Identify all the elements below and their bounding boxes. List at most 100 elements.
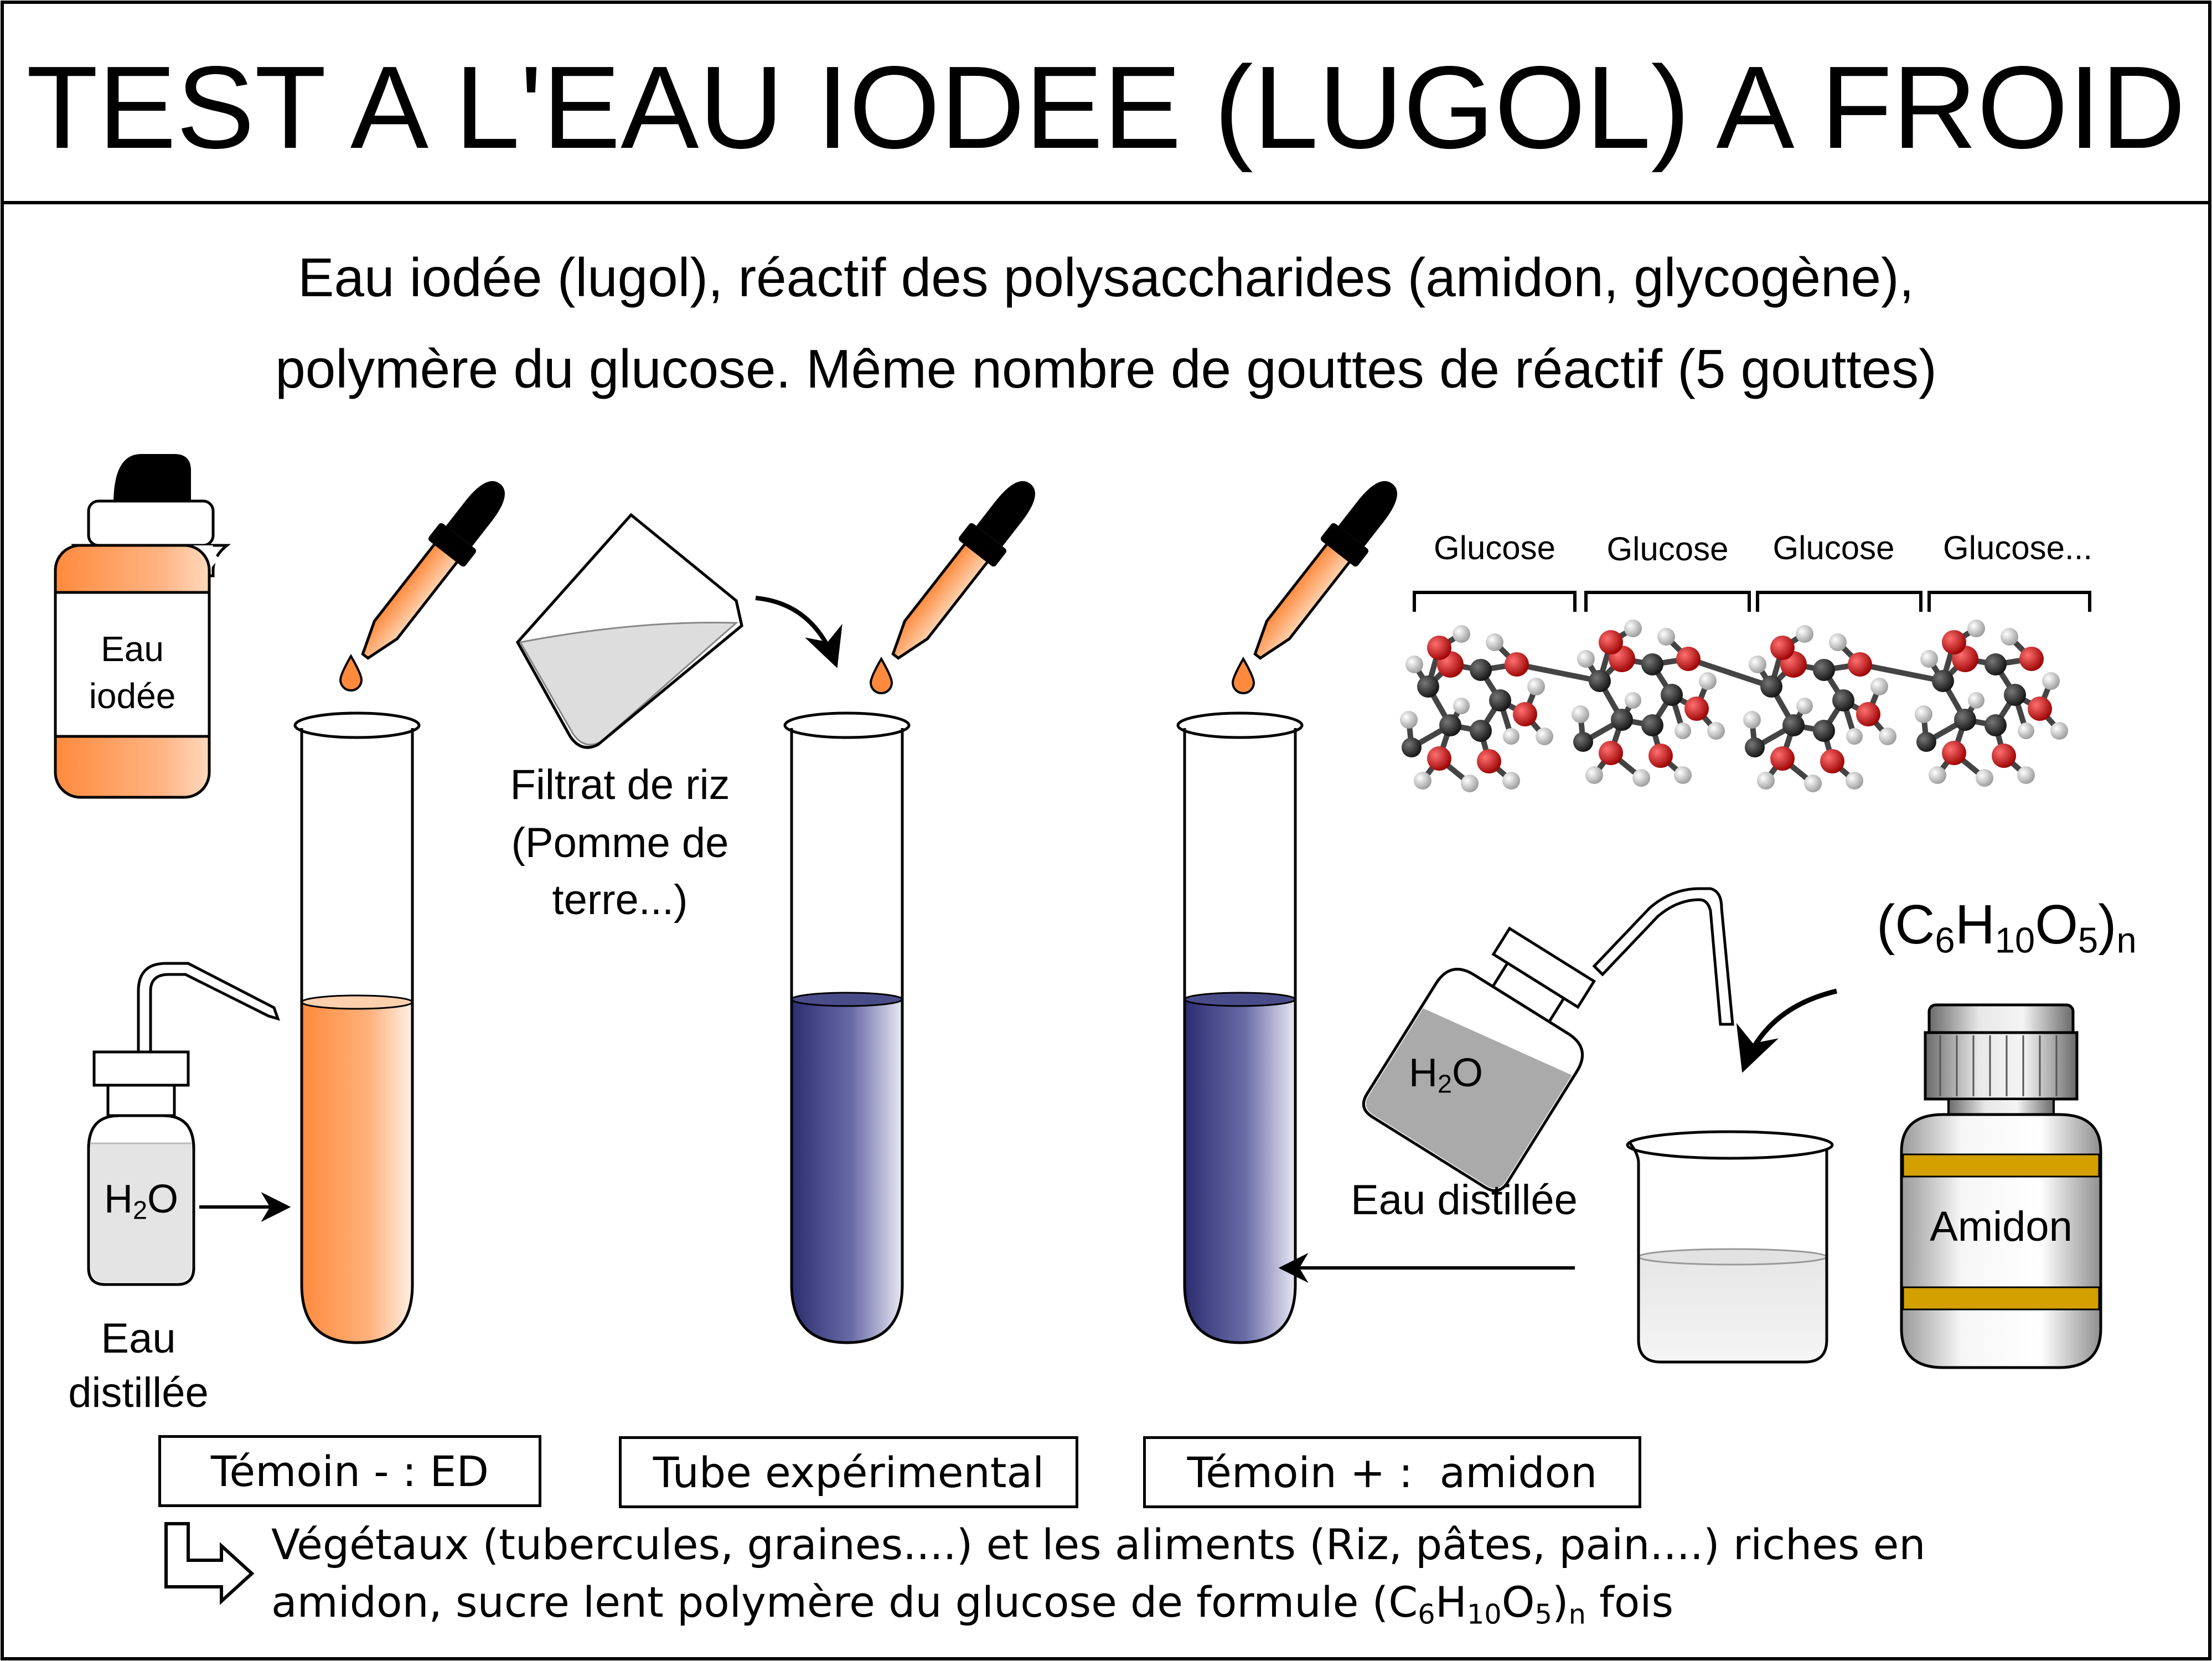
hydrogen-atom bbox=[1743, 711, 1761, 729]
glycosidic-bond bbox=[1516, 662, 1600, 684]
glucose-unit-model bbox=[1743, 625, 1944, 792]
drop-3 bbox=[1231, 656, 1255, 694]
pipette-2 bbox=[891, 481, 1035, 660]
carbon-atom bbox=[1984, 714, 2007, 736]
glucose-polymer-model bbox=[1400, 620, 2068, 792]
carbon-atom bbox=[1782, 714, 1805, 736]
carbon-atom bbox=[1489, 689, 1511, 711]
filtrate-label-2: (Pomme de bbox=[511, 819, 729, 866]
carbon-atom bbox=[1954, 709, 1976, 731]
oxygen-atom bbox=[1942, 630, 1966, 654]
hydrogen-atom bbox=[1846, 772, 1863, 790]
hydrogen-atom bbox=[1929, 766, 1946, 784]
carbon-atom bbox=[1745, 737, 1765, 757]
test-tube-2 bbox=[783, 711, 911, 1344]
subtitle-line-2: polymère du glucose. Même nombre de gout… bbox=[275, 338, 1937, 399]
hydrogen-atom bbox=[1829, 633, 1847, 651]
carbon-atom bbox=[1641, 714, 1663, 736]
pipette-1 bbox=[361, 481, 505, 660]
hydrogen-atom bbox=[1536, 728, 1553, 745]
oxygen-atom bbox=[1770, 746, 1795, 771]
hydrogen-atom bbox=[1879, 728, 1896, 745]
hydrogen-atom bbox=[1414, 772, 1431, 790]
hydrogen-atom bbox=[2050, 722, 2068, 740]
hydrogen-atom bbox=[1461, 775, 1479, 792]
hydrogen-atom bbox=[1749, 656, 1766, 673]
wash-bottle-right bbox=[1362, 887, 1734, 1192]
h2o-label-left: H2O bbox=[104, 1177, 179, 1225]
hydrogen-atom bbox=[1920, 650, 1938, 668]
oxygen-atom bbox=[1676, 647, 1701, 671]
test-tube-3 bbox=[1176, 711, 1304, 1344]
glucose-unit-model bbox=[1915, 620, 2068, 787]
hydrogen-atom bbox=[1657, 628, 1675, 646]
carbon-atom bbox=[1611, 709, 1633, 731]
carbon-atom bbox=[1470, 659, 1492, 681]
carbon-atom bbox=[1813, 659, 1835, 681]
glucose-braces bbox=[1413, 591, 2091, 612]
filtrate-label-1: Filtrat de riz bbox=[510, 761, 730, 808]
oxygen-atom bbox=[1599, 741, 1623, 765]
hydrogen-atom bbox=[1572, 705, 1589, 723]
wash-left-caption-1: Eau bbox=[101, 1315, 176, 1362]
conclusion-note: Végétaux (tubercules, graines....) et le… bbox=[271, 1516, 2098, 1631]
glucose-unit-label: Glucose bbox=[1433, 529, 1556, 566]
page-title: TEST A L'EAU IODEE (LUGOL) A FROID bbox=[26, 42, 2186, 173]
carbon-atom bbox=[1984, 653, 2007, 675]
carbon-atom bbox=[1641, 653, 1663, 675]
carbon-atom bbox=[1813, 720, 1835, 742]
hydrogen-atom bbox=[1968, 692, 1984, 709]
amidon-jar-label: Amidon bbox=[1930, 1203, 2073, 1250]
subtitle-line-1: Eau iodée (lugol), réactif des polysacch… bbox=[298, 247, 1914, 308]
tube-label-experimental: Tube expérimental bbox=[619, 1436, 1078, 1508]
hydrogen-atom bbox=[1527, 678, 1545, 695]
carbon-atom bbox=[1932, 670, 1954, 692]
note-line-2: amidon, sucre lent polymère du glucose d… bbox=[271, 1577, 1674, 1631]
hydrogen-atom bbox=[1585, 766, 1603, 784]
hydrogen-atom bbox=[1577, 650, 1595, 668]
carbon-atom bbox=[1417, 675, 1439, 698]
carbon-atom bbox=[1661, 684, 1683, 706]
test-tube-1 bbox=[293, 711, 421, 1344]
glycosidic-bond bbox=[1687, 656, 1772, 689]
oxygen-atom bbox=[1684, 697, 1709, 721]
oxygen-atom bbox=[1820, 749, 1844, 773]
hydrogen-atom bbox=[1757, 772, 1775, 790]
hydrogen-atom bbox=[1400, 711, 1418, 729]
hydrogen-atom bbox=[1846, 728, 1863, 745]
reagent-label-line-1: Eau bbox=[101, 629, 164, 669]
tube-label-temoin-negatif: Témoin - : ED bbox=[158, 1435, 541, 1507]
hydrogen-atom bbox=[2018, 723, 2034, 739]
glucose-unit-label: Glucose bbox=[1772, 529, 1895, 566]
hydrogen-atom bbox=[1976, 769, 1993, 787]
wash-bottle-left bbox=[87, 962, 291, 1286]
glycosidic-bond bbox=[1859, 662, 1944, 684]
oxygen-atom bbox=[2028, 697, 2052, 721]
oxygen-atom bbox=[1599, 630, 1623, 654]
hydrogen-atom bbox=[2017, 766, 2035, 784]
hydrogen-atom bbox=[1624, 620, 1642, 637]
hydrogen-atom bbox=[1503, 728, 1520, 745]
drop-2 bbox=[869, 656, 893, 694]
carbon-atom bbox=[1832, 689, 1854, 711]
oxygen-atom bbox=[1513, 702, 1537, 726]
tube-label-temoin-positif: Témoin + : amidon bbox=[1143, 1436, 1641, 1508]
oxygen-atom bbox=[1477, 749, 1501, 773]
pipette-3 bbox=[1253, 481, 1397, 660]
oxygen-atom bbox=[1992, 744, 2016, 768]
hydrogen-atom bbox=[2042, 672, 2060, 690]
drop-1 bbox=[339, 653, 363, 692]
hydrogen-atom bbox=[1804, 775, 1822, 792]
filtrate-label-3: terre...) bbox=[552, 876, 688, 924]
hydrogen-atom bbox=[1796, 698, 1813, 714]
note-line-1: Végétaux (tubercules, graines....) et le… bbox=[271, 1520, 1926, 1569]
hydrogen-atom bbox=[2001, 628, 2018, 646]
hydrogen-atom bbox=[1674, 766, 1692, 784]
polymer-formula: (C6H10O5)n bbox=[1877, 894, 2137, 961]
glucose-unit-model bbox=[1400, 625, 1600, 792]
hydrogen-atom bbox=[1796, 625, 1813, 643]
hydrogen-atom bbox=[1915, 705, 1932, 723]
oxygen-atom bbox=[1856, 702, 1880, 726]
